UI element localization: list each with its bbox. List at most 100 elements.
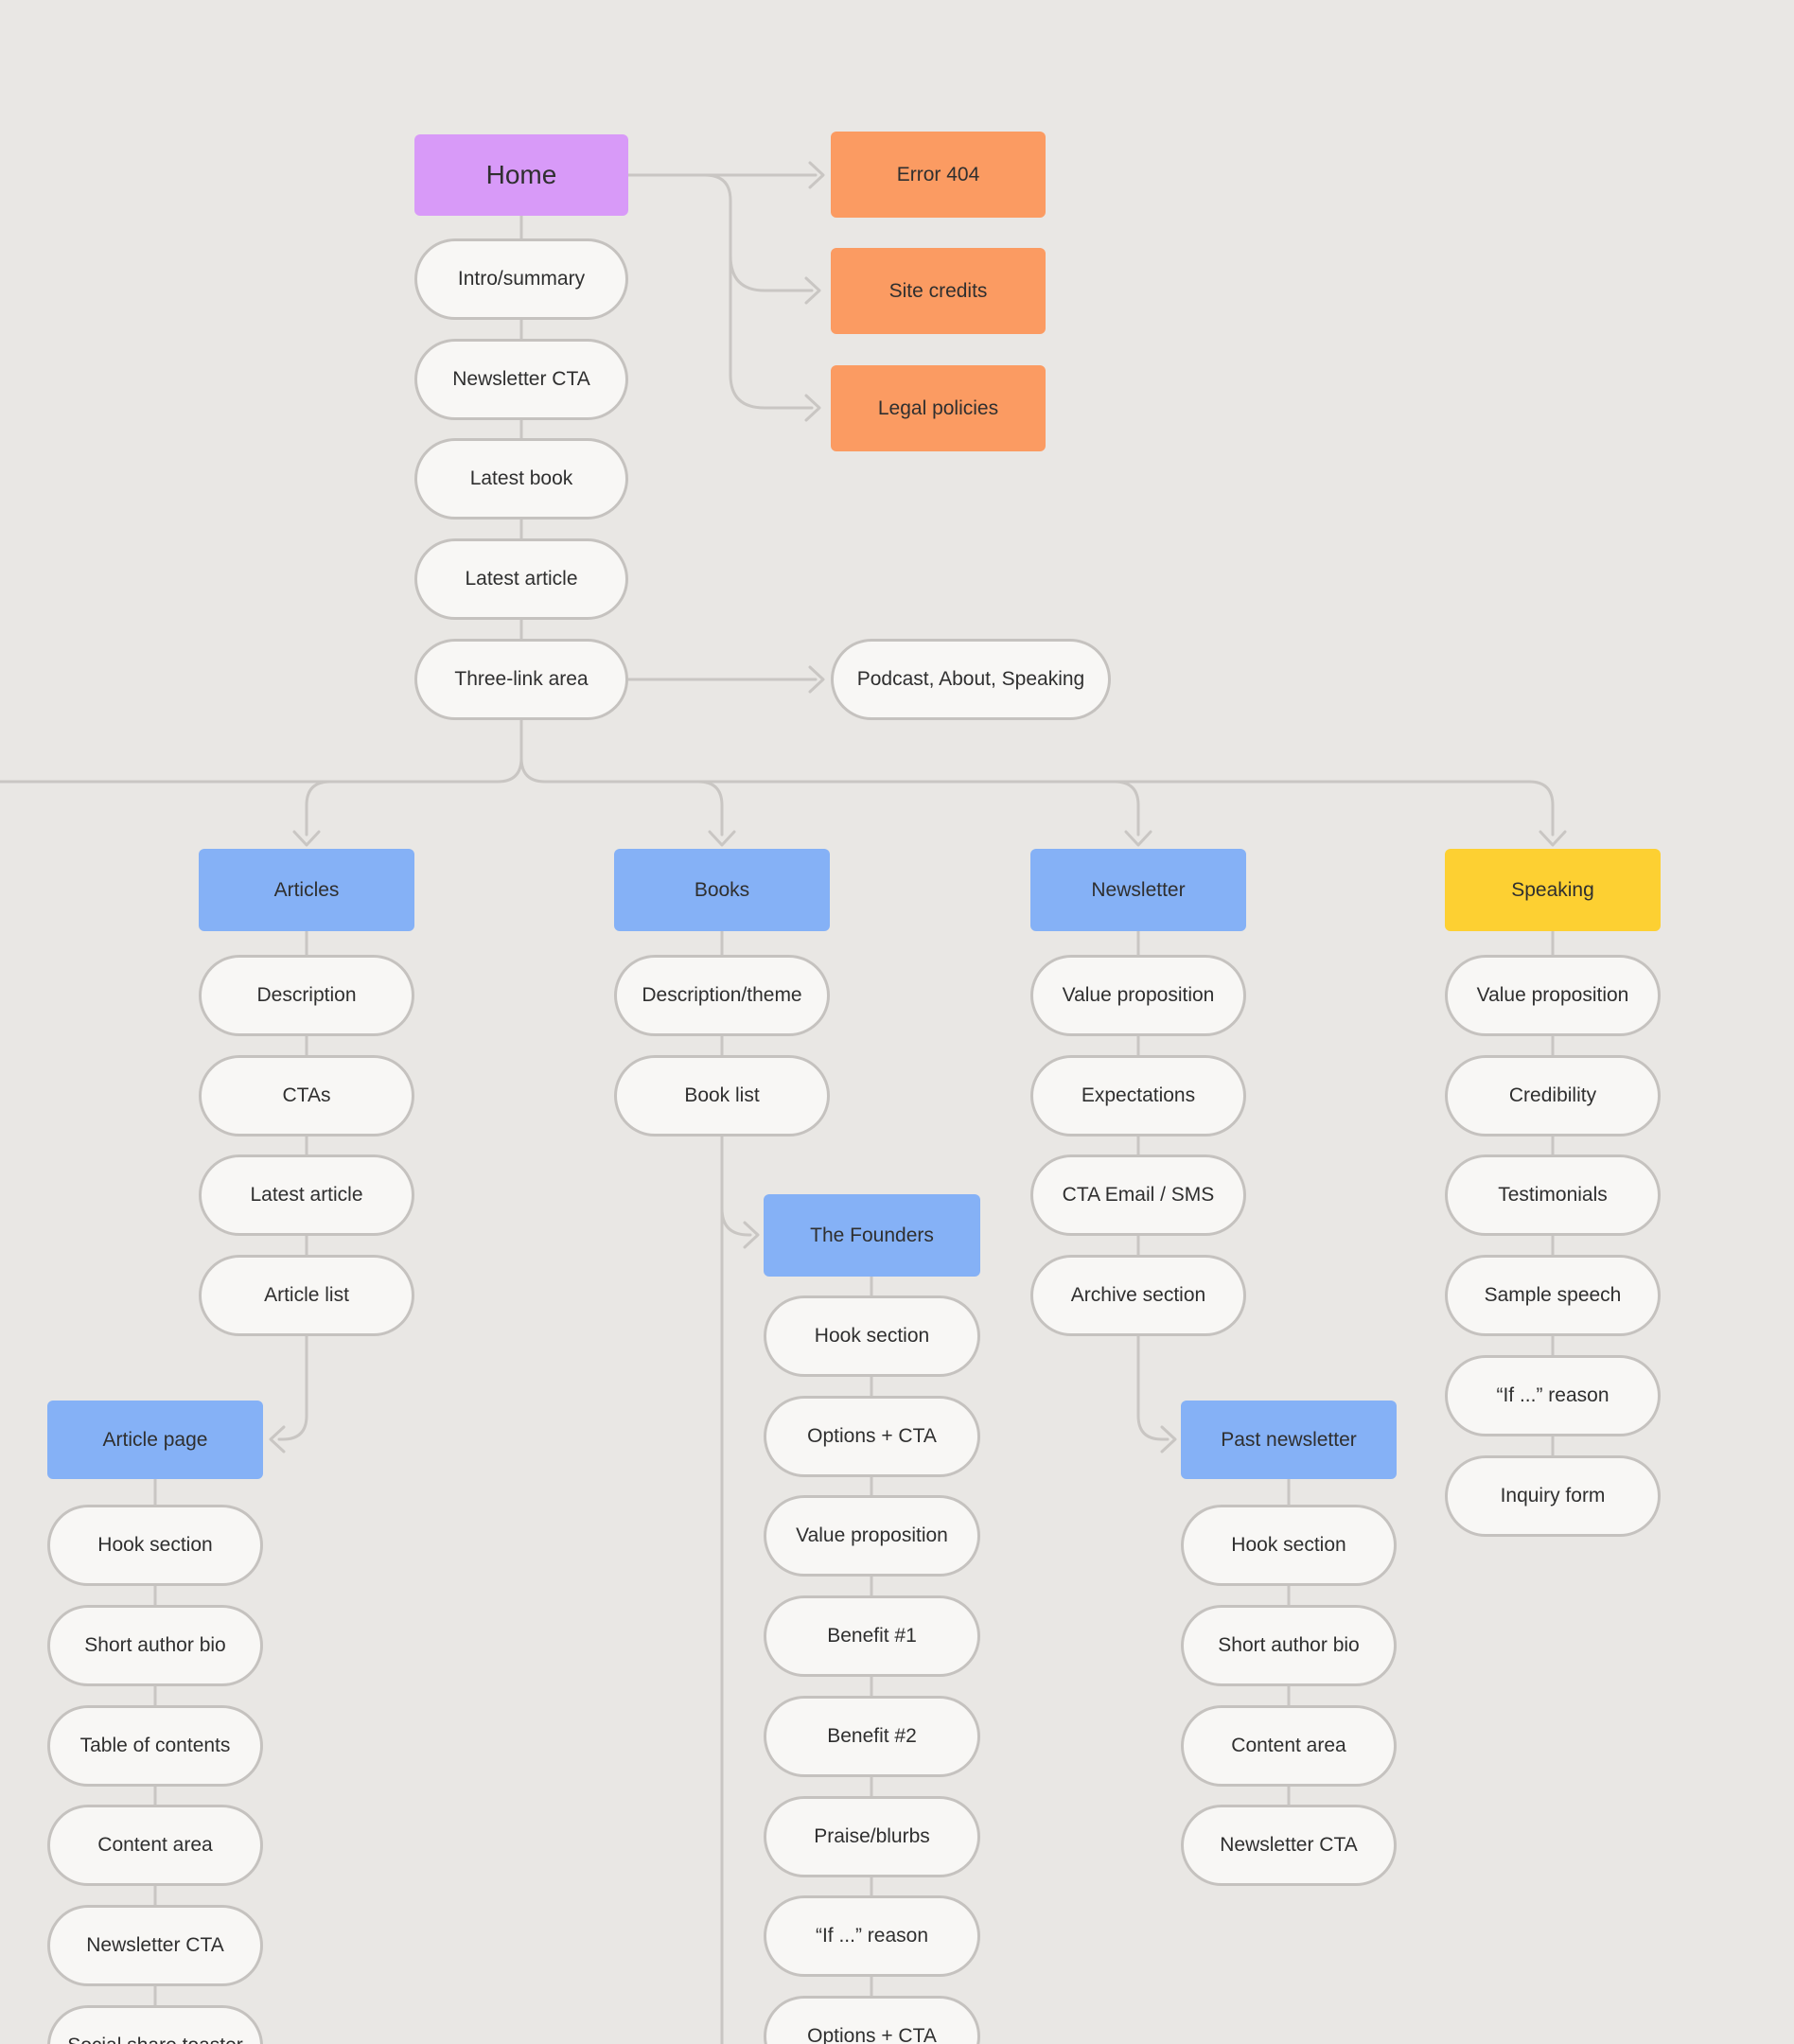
node-home-label: Home	[485, 160, 557, 190]
node-articles-description[interactable]: Description	[199, 955, 414, 1036]
node-error-404-label: Error 404	[896, 163, 980, 185]
node-error-404[interactable]: Error 404	[831, 132, 1046, 218]
arrowhead-speaking	[1539, 830, 1567, 847]
node-podcast-about-speaking[interactable]: Podcast, About, Speaking	[831, 639, 1111, 720]
node-articles-ctas[interactable]: CTAs	[199, 1055, 414, 1137]
connector-archive-pastnewsletter	[1136, 1334, 1170, 1441]
connector-trunk-right	[519, 756, 1531, 784]
arrowhead-articlepage	[269, 1425, 286, 1454]
node-founders-options-cta-2[interactable]: Options + CTA	[764, 1996, 980, 2044]
arrowhead-newsletter	[1124, 830, 1152, 847]
node-past-newsletter-label: Past newsletter	[1221, 1428, 1357, 1451]
node-founders-praise-blurbs[interactable]: Praise/blurbs	[764, 1796, 980, 1877]
arrowhead-founders	[743, 1221, 760, 1249]
node-latest-article-home-label: Latest article	[465, 568, 578, 590]
node-books-description-theme-label: Description/theme	[642, 984, 802, 1007]
node-intro-summary[interactable]: Intro/summary	[414, 238, 628, 320]
node-three-link-area[interactable]: Three-link area	[414, 639, 628, 720]
node-latest-article-home[interactable]: Latest article	[414, 538, 628, 620]
node-speaking-sample-speech-label: Sample speech	[1484, 1284, 1622, 1307]
arrowhead-sitecredits	[804, 276, 821, 305]
node-article-page-label: Article page	[102, 1428, 208, 1451]
node-speaking-credibility[interactable]: Credibility	[1445, 1055, 1661, 1137]
node-founders-benefit-1[interactable]: Benefit #1	[764, 1595, 980, 1677]
node-speaking-value-proposition[interactable]: Value proposition	[1445, 955, 1661, 1036]
node-article-page-table-of-contents[interactable]: Table of contents	[47, 1705, 263, 1787]
node-founders-if-reason[interactable]: “If ...” reason	[764, 1895, 980, 1977]
node-books-description-theme[interactable]: Description/theme	[614, 955, 830, 1036]
node-legal-policies[interactable]: Legal policies	[831, 365, 1046, 451]
node-founders-benefit-2-label: Benefit #2	[827, 1725, 917, 1748]
node-speaking[interactable]: Speaking	[1445, 849, 1661, 931]
node-newsletter-label: Newsletter	[1091, 878, 1186, 901]
node-article-page-short-author-bio-label: Short author bio	[84, 1634, 226, 1657]
node-speaking-value-proposition-label: Value proposition	[1476, 984, 1629, 1007]
node-the-founders[interactable]: The Founders	[764, 1194, 980, 1277]
node-newsletter-cta-home[interactable]: Newsletter CTA	[414, 339, 628, 420]
node-legal-policies-label: Legal policies	[877, 396, 999, 419]
node-past-newsletter[interactable]: Past newsletter	[1181, 1401, 1397, 1479]
node-articles-latest-article-label: Latest article	[250, 1184, 363, 1207]
node-latest-book[interactable]: Latest book	[414, 438, 628, 520]
node-founders-benefit-2[interactable]: Benefit #2	[764, 1696, 980, 1777]
node-speaking-inquiry-form[interactable]: Inquiry form	[1445, 1455, 1661, 1537]
node-past-newsletter-newsletter-cta-label: Newsletter CTA	[1220, 1834, 1358, 1857]
connector-branch-legalpolicies	[729, 373, 814, 410]
node-article-page-social-share-toaster[interactable]: Social share toaster	[47, 2005, 263, 2044]
node-speaking-sample-speech[interactable]: Sample speech	[1445, 1255, 1661, 1336]
node-articles-description-label: Description	[256, 984, 357, 1007]
node-founders-hook-section[interactable]: Hook section	[764, 1295, 980, 1377]
node-founders-value-proposition[interactable]: Value proposition	[764, 1495, 980, 1577]
node-article-page-content-area[interactable]: Content area	[47, 1805, 263, 1886]
node-speaking-label: Speaking	[1511, 878, 1594, 901]
node-article-page-hook-section[interactable]: Hook section	[47, 1505, 263, 1586]
node-newsletter-value-proposition[interactable]: Value proposition	[1030, 955, 1246, 1036]
node-founders-praise-blurbs-label: Praise/blurbs	[814, 1825, 930, 1848]
node-article-page-short-author-bio[interactable]: Short author bio	[47, 1605, 263, 1686]
node-articles-article-list[interactable]: Article list	[199, 1255, 414, 1336]
node-articles[interactable]: Articles	[199, 849, 414, 931]
node-speaking-testimonials-label: Testimonials	[1498, 1184, 1608, 1207]
node-latest-book-label: Latest book	[469, 467, 573, 490]
node-newsletter-cta-email-sms[interactable]: CTA Email / SMS	[1030, 1154, 1246, 1236]
node-past-newsletter-short-author-bio-label: Short author bio	[1218, 1634, 1360, 1657]
node-past-newsletter-content-area[interactable]: Content area	[1181, 1705, 1397, 1787]
node-site-credits[interactable]: Site credits	[831, 248, 1046, 334]
node-articles-article-list-label: Article list	[264, 1284, 349, 1307]
node-past-newsletter-short-author-bio[interactable]: Short author bio	[1181, 1605, 1397, 1686]
node-past-newsletter-hook-section-label: Hook section	[1231, 1534, 1346, 1557]
node-founders-options-cta-1[interactable]: Options + CTA	[764, 1396, 980, 1477]
connector-trunk-left	[0, 756, 523, 784]
node-the-founders-label: The Founders	[810, 1224, 934, 1246]
node-past-newsletter-newsletter-cta[interactable]: Newsletter CTA	[1181, 1805, 1397, 1886]
node-books[interactable]: Books	[614, 849, 830, 931]
node-article-page-hook-section-label: Hook section	[97, 1534, 213, 1557]
node-newsletter-archive-section[interactable]: Archive section	[1030, 1255, 1246, 1336]
node-article-page-newsletter-cta-label: Newsletter CTA	[86, 1934, 224, 1957]
arrowhead-articles	[292, 830, 321, 847]
node-past-newsletter-hook-section[interactable]: Hook section	[1181, 1505, 1397, 1586]
node-home[interactable]: Home	[414, 134, 628, 216]
node-books-book-list-label: Book list	[684, 1084, 760, 1107]
node-articles-label: Articles	[273, 878, 340, 901]
node-article-page[interactable]: Article page	[47, 1401, 263, 1479]
node-newsletter[interactable]: Newsletter	[1030, 849, 1246, 931]
node-founders-options-cta-2-label: Options + CTA	[807, 2025, 937, 2044]
arrowhead-podcast	[808, 665, 825, 694]
node-site-credits-label: Site credits	[888, 279, 988, 302]
node-speaking-credibility-label: Credibility	[1508, 1084, 1597, 1107]
node-articles-latest-article[interactable]: Latest article	[199, 1154, 414, 1236]
node-speaking-testimonials[interactable]: Testimonials	[1445, 1154, 1661, 1236]
node-speaking-if-reason[interactable]: “If ...” reason	[1445, 1355, 1661, 1436]
arrowhead-pastnewsletter	[1160, 1425, 1177, 1454]
node-books-label: Books	[694, 878, 750, 901]
node-newsletter-cta-email-sms-label: CTA Email / SMS	[1062, 1184, 1215, 1207]
node-article-page-newsletter-cta[interactable]: Newsletter CTA	[47, 1905, 263, 1986]
node-article-page-content-area-label: Content area	[97, 1834, 213, 1857]
node-books-book-list[interactable]: Book list	[614, 1055, 830, 1137]
node-intro-summary-label: Intro/summary	[457, 268, 586, 291]
node-newsletter-expectations[interactable]: Expectations	[1030, 1055, 1246, 1137]
node-articles-ctas-label: CTAs	[282, 1084, 331, 1107]
